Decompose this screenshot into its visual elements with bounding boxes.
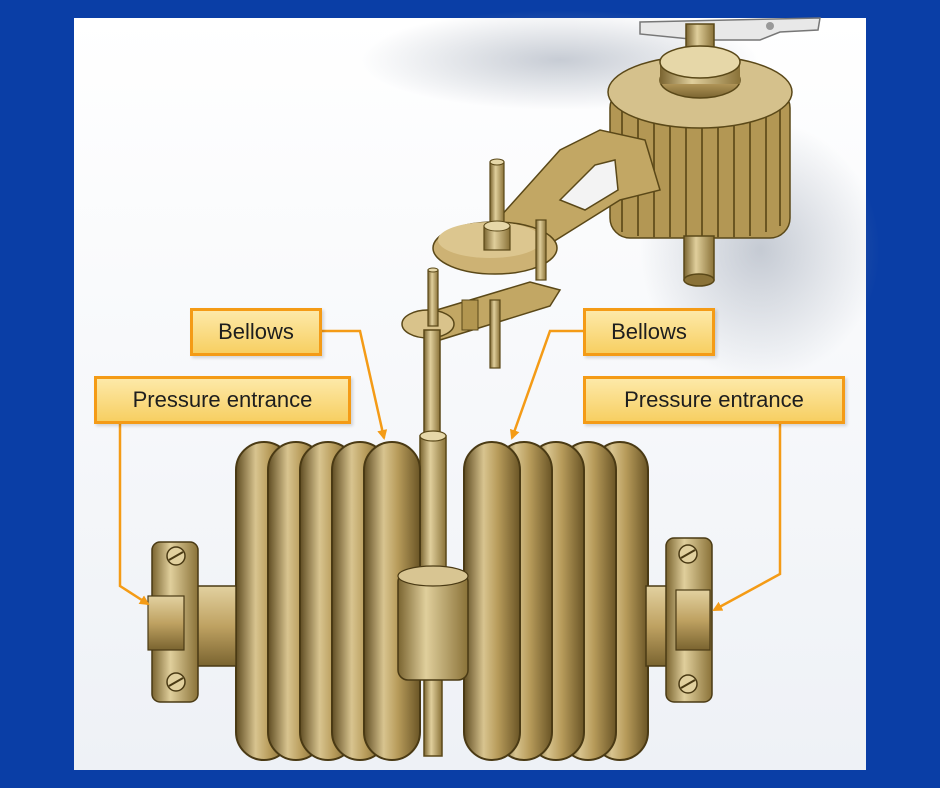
callout-pressure-right [712, 424, 782, 612]
pressure-entrance-label-left: Pressure entrance [94, 376, 351, 424]
bellows-label-right: Bellows [583, 308, 715, 356]
connecting-rod [419, 329, 447, 757]
sector-gear-arm [432, 129, 661, 281]
callout-bellows-left [322, 329, 388, 440]
bellows-label-left: Bellows [190, 308, 322, 356]
callout-pressure-left [118, 424, 150, 606]
left-end-cap [147, 541, 237, 703]
pointer-arm [639, 17, 821, 41]
center-hub [397, 565, 469, 681]
gear-wheel [607, 45, 793, 287]
pressure-entrance-label-right: Pressure entrance [583, 376, 845, 424]
right-end-cap [645, 537, 713, 703]
pointer-pin [766, 22, 774, 30]
right-bellows [463, 441, 649, 761]
left-bellows [235, 441, 421, 761]
callout-bellows-right [509, 329, 583, 440]
